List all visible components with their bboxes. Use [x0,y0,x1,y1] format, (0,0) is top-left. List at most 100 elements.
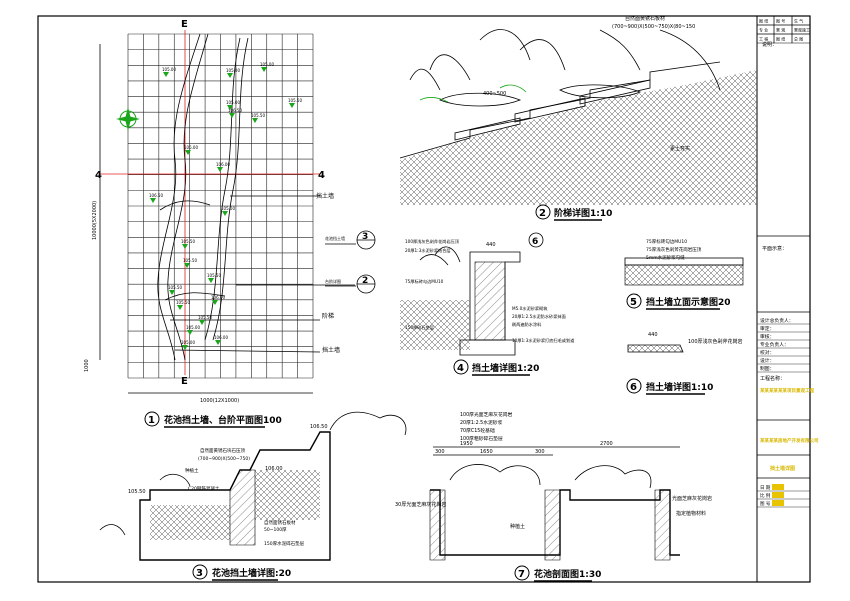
elevation-label: 105.00 [226,68,240,73]
steps-slabs [454,79,651,141]
wall-note: 10厚1:3水泥砂浆打底扫毛或划道 [512,337,575,344]
elevation-marker-icon [289,103,295,108]
coping-title-num-circle [626,378,642,394]
plan-title: 花池挡土墙、台阶平面图100 [164,414,282,426]
ps-note: 100厚光面芝麻灰花岗岩 [460,411,513,418]
steps-plants [409,29,721,91]
planter-notes: 自然面黄锈石块石压顶(700~900)X(500~750)种植土C20钢筋混凝土… [185,447,305,547]
planter-title-num: 3 [196,568,203,579]
wall-note: 20厚1:3水泥砂浆结合层 [405,247,451,254]
ps-wall-hatch [429,489,671,561]
coping-title: 挡土墙详图1:10 [646,381,713,393]
elevation-label: 106.00 [211,295,225,300]
wall-elev-stones [624,264,744,286]
plan-view: E E 4 4 105.00105.00105.50106.50105.0010… [84,19,376,428]
elevation-label: 105.50 [181,239,195,244]
plan-vdim: 10000(5X2000) [92,201,98,240]
plan-retaining-wall-label: 挡土墙 [316,192,334,200]
plan-label-e-top: E [181,19,188,30]
tb-top-text: 工 程 [759,36,768,42]
elevation-marker-icon [163,72,169,77]
coping-detail: 440 100厚浅灰色剁斧花岗岩 6 挡土墙详图1:10 [626,332,743,395]
ps-side-note1: 30厚光面芝麻灰花岗岩 [395,501,446,508]
wall-body-hatch [474,261,506,341]
planter-elev3: 105.50 [128,489,146,495]
tb-sign-label: 校对： [760,349,774,356]
tb-sign-label: 审核： [760,333,774,340]
planter-title-num-circle [192,564,208,580]
callout-2-text: 台阶详图 [325,278,341,284]
steps-ground-hatch [400,70,757,205]
retaining-wall-line [204,37,241,341]
ps-dim-1: 1650 [480,449,493,455]
callout-3: 3 [362,232,368,242]
tb-sign-label: 制图： [760,365,774,372]
planter-elev1: 106.50 [310,424,328,430]
elevation-marker-icon [215,340,221,345]
ps-note: 100厚粗砂碎石垫层 [460,435,503,442]
tb-sign-label: 设计总负责人： [760,317,794,324]
steps-plant-leaves [419,84,527,103]
wall-callout: 6 [532,237,538,247]
callout-3-text: 花池挡土墙 [325,235,345,241]
elevation-markers: 105.00105.00105.50106.50105.00105.50105.… [149,62,302,350]
tb-sign-label: 专业负责人： [760,341,789,348]
elevation-marker-icon [227,73,233,78]
elevation-label: 105.00 [181,340,195,345]
wall-note: 150厚碎石垫层 [405,324,434,331]
plan-label-4-right: 4 [318,170,325,181]
planter-wall-outline-inner [167,33,209,361]
wall-ground [400,300,470,350]
planter-note: 种植土 [185,467,199,474]
wall-note: 20厚1:2.5水泥防水砂浆抹面 [512,313,566,320]
tb-top-text: 生 气 [794,18,803,24]
tb-top-text: 景观施工 [794,27,810,33]
planter-wall-profile [139,431,331,561]
tb-top-text: 专 业 [759,27,768,33]
elevation-marker-icon [229,113,235,118]
tb-bottom-label: 比 例 [760,492,771,499]
steps-detail: 自然面黄锈石板材 (700~900)X(500~750)X(80~150 素土夯… [399,15,757,221]
ps-dim-total: 2700 [600,441,613,447]
elevation-label: 106.00 [216,162,230,167]
planter-note: C20钢筋混凝土 [188,485,220,492]
planter-elev2: 106.00 [265,466,283,472]
wall-elev-title-num: 5 [630,297,637,308]
ps-note: 70厚C15砼基础 [460,427,495,434]
tb-bottom-label: 图 号 [760,501,771,507]
steps-note3: 素土夯实 [670,145,690,152]
ps-side-note4: 指定植物材料 [676,510,706,517]
elevation-label: 105.00 [184,145,198,150]
tb-bottom-fill [772,500,784,506]
ps-dim-2: 300 [535,449,545,455]
wall-note: 75厚标砖勾边MU10 [405,278,444,285]
steps-note2: (700~900)X(500~750)X(80~150 [612,24,695,30]
elevation-marker-icon [212,300,218,305]
steps-dim: 400~500 [483,91,506,97]
planter-section: 100厚光面芝麻灰花岗岩20厚1:2.5水泥砂浆70厚C15砼基础100厚粗砂碎… [395,411,712,582]
steps-title: 阶梯详图1:10 [554,207,612,219]
wall-detail: 6 440 100厚浅灰色剁斧花岗岩压顶20厚1:3水泥砂浆结合层75厚标砖勾边… [400,232,575,376]
ps-dim-a: 1950 [460,441,473,447]
tb-top-text: 总 图 [794,36,803,42]
wall-elev-note: 75厚浅灰色剁斧花岗岩压顶 [646,246,702,253]
tb-bottom-fill [772,492,784,498]
wall-elev-title-num-circle [626,293,642,309]
planter-section-notes: 100厚光面芝麻灰花岗岩20厚1:2.5水泥砂浆70厚C15砼基础100厚粗砂碎… [460,411,513,442]
elevation-marker-icon [185,150,191,155]
steps-title-num: 2 [539,208,546,219]
tb-top-text: 图 纸 [776,36,785,42]
planter-wall-outline [157,33,201,361]
ps-plants [449,464,652,489]
wall-elev-title: 挡土墙立面示意图20 [646,296,731,308]
elevation-marker-icon [227,105,233,110]
elevation-label: 105.00 [260,62,274,67]
outer-border [37,15,811,583]
tb-client-name: 某某某某房地产开发有限公司 [759,437,819,444]
tb-top-text: 图 号 [776,18,785,24]
plan-leader-lines [159,195,355,353]
elevation-label: 105.50 [168,285,182,290]
elevation-label: 105.50 [207,273,221,278]
